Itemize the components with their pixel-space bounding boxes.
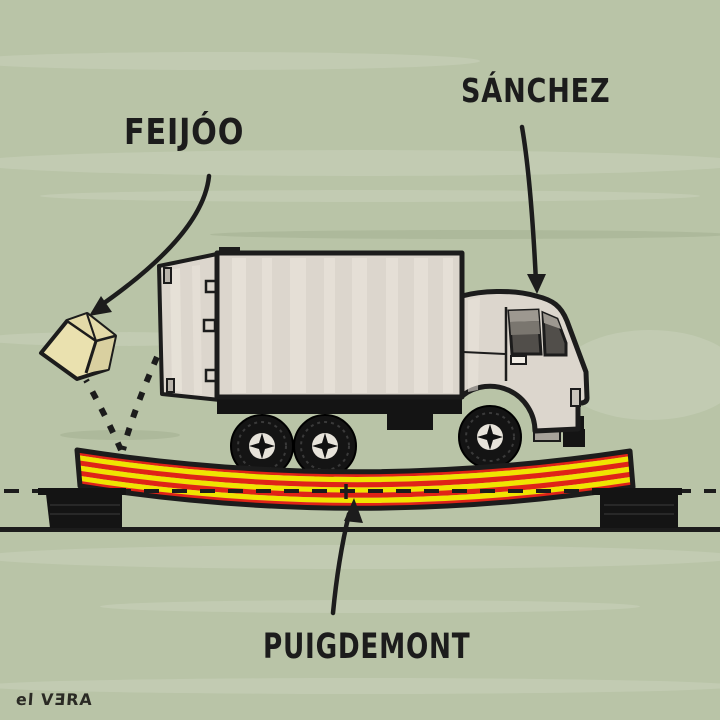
plank-stripe-yellow xyxy=(77,455,631,483)
windshield xyxy=(541,310,568,357)
arrowhead xyxy=(527,274,546,294)
cargo-box xyxy=(214,247,465,400)
hub-star xyxy=(312,433,338,459)
package-side-face xyxy=(86,336,115,373)
puigdemont-arrow xyxy=(330,498,363,616)
hub-star xyxy=(249,433,275,459)
right-support xyxy=(592,488,682,528)
door-window xyxy=(507,308,543,356)
falling-package xyxy=(39,312,117,381)
front-wheel xyxy=(458,405,522,469)
artist-signature: el VƎRA xyxy=(15,690,94,709)
roof-tab xyxy=(219,247,240,254)
label-sanchez: SÁNCHEZ xyxy=(461,71,611,110)
package-fold-line xyxy=(86,313,97,342)
rear-wheel-right xyxy=(293,414,357,478)
plank-stripe-red xyxy=(77,450,631,477)
cab-crease xyxy=(462,351,506,355)
ground-line xyxy=(0,527,720,532)
plank-stripe-yellow xyxy=(78,465,632,493)
cab-streak xyxy=(468,297,480,392)
door-streak xyxy=(192,265,202,395)
sanchez-arrow xyxy=(519,124,546,294)
arrowhead xyxy=(89,296,112,316)
plank-outline xyxy=(74,447,636,511)
truck xyxy=(157,247,590,478)
plank-stripe-yellow xyxy=(79,475,633,504)
chassis xyxy=(217,397,462,430)
left-support xyxy=(38,488,126,528)
label-puigdemont: PUIGDEMONT xyxy=(263,627,471,667)
arrowhead xyxy=(344,498,363,523)
package-edge-line xyxy=(84,340,98,374)
truck-cab xyxy=(459,288,590,434)
door-streak xyxy=(170,268,182,392)
plank-stripe-red xyxy=(77,460,632,488)
senyera-plank xyxy=(74,447,636,511)
label-feijoo: FEIJÓO xyxy=(124,112,245,153)
door-latch xyxy=(163,267,172,284)
door-latch xyxy=(166,378,175,393)
open-door xyxy=(157,252,222,402)
door-handle xyxy=(510,355,527,365)
hub-star xyxy=(477,424,503,450)
feijoo-arrow xyxy=(89,173,212,316)
front-light xyxy=(570,388,581,407)
cargo-box-streaks xyxy=(232,258,453,393)
bounce-trajectory xyxy=(83,355,160,452)
